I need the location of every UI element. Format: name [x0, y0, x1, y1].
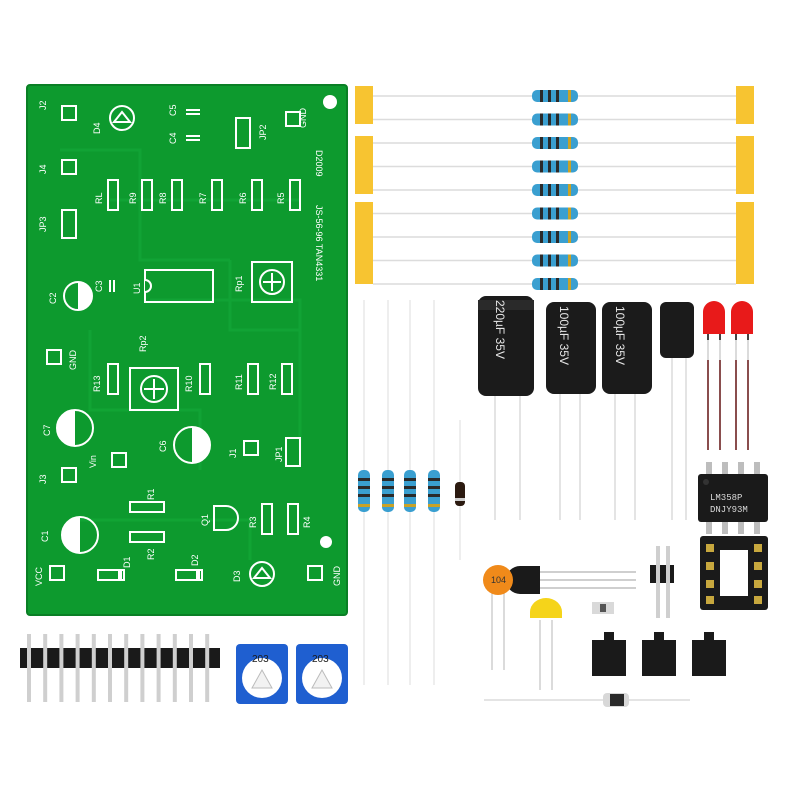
loose-resistor [428, 470, 440, 512]
header-pin [205, 634, 210, 702]
header-pin [156, 634, 161, 702]
label-jp1: JP1 [274, 446, 284, 462]
taped-resistor [373, 207, 736, 220]
label-d2: D2 [190, 554, 200, 566]
label-c6: C6 [158, 440, 168, 452]
header-pin [91, 634, 96, 702]
lm358-ic: LM358P DNJY93M [698, 462, 768, 534]
label-j3: J3 [38, 474, 48, 484]
label-c3: C3 [94, 280, 104, 292]
label-rl: RL [94, 192, 104, 204]
pcb-code-text: D2009 [314, 150, 324, 177]
capacitor-220uf [478, 296, 534, 396]
transistor [506, 566, 636, 594]
label-rp2: Rp2 [138, 335, 148, 352]
label-j2: J2 [38, 100, 48, 110]
trimmer-2-marking: 203 [312, 654, 329, 665]
taped-resistor [373, 137, 736, 149]
header-pin [75, 634, 80, 702]
label-r12: R12 [268, 373, 278, 390]
ceramic-capacitor-104: 104 [483, 565, 513, 670]
ic-socket [700, 536, 768, 610]
label-r8: R8 [158, 192, 168, 204]
header-pin [59, 634, 64, 702]
header-pin [27, 634, 31, 702]
taped-resistor [373, 184, 736, 196]
taped-resistor [373, 278, 736, 290]
label-vcc: VCC [34, 566, 44, 586]
label-r10: R10 [184, 375, 194, 392]
taped-resistor [373, 160, 736, 173]
red-leds [703, 301, 753, 450]
pcb-model-text: JS-56-96 TAN4331 [314, 205, 324, 281]
label-r2: R2 [146, 548, 156, 560]
label-r7: R7 [198, 192, 208, 204]
label-r1: R1 [146, 488, 156, 500]
label-c1: C1 [40, 530, 50, 542]
header-pin [108, 634, 112, 702]
jumper-caps [592, 632, 726, 676]
trimmer-pot-2: 203 [296, 644, 348, 704]
taped-resistor [373, 231, 736, 243]
pin-header-3 [650, 546, 674, 618]
loose-resistor [382, 470, 394, 512]
header-pin [172, 634, 177, 702]
taped-resistor [373, 90, 736, 102]
label-d4: D4 [92, 122, 102, 134]
label-q1: Q1 [200, 514, 210, 526]
label-r3: R3 [248, 516, 258, 528]
label-r11: R11 [234, 374, 244, 390]
header-pin [43, 634, 48, 702]
label-jp3: JP3 [38, 216, 48, 232]
label-r6: R6 [238, 192, 248, 204]
label-r4: R4 [302, 516, 312, 528]
label-d1: D1 [122, 556, 132, 568]
trimmer-pot-1: 203 [236, 644, 288, 704]
label-gnd-left: GND [68, 350, 78, 371]
header-pin [124, 634, 129, 702]
loose-resistor [404, 470, 416, 512]
ic-marking-2: DNJY93M [710, 505, 748, 515]
capacitor-100uf-a-text: 100µF 35V [557, 306, 571, 365]
label-r13: R13 [92, 375, 102, 392]
yellow-ceramic-capacitor [530, 598, 562, 690]
label-c5: C5 [168, 104, 178, 116]
label-j4: J4 [38, 164, 48, 174]
header-pin [189, 634, 193, 702]
taped-resistor-strip [355, 86, 754, 290]
label-r5: R5 [276, 192, 286, 204]
electrolytic-capacitors: 220µF 35V 100µF 35V 100µF 35V [478, 296, 694, 520]
capacitor-220uf-text: 220µF 35V [493, 300, 507, 359]
label-r9: R9 [128, 192, 138, 204]
label-c4: C4 [168, 132, 178, 144]
label-rp1: Rp1 [234, 275, 244, 292]
capacitor-100uf-a [546, 302, 596, 394]
label-u1: U1 [132, 282, 142, 294]
capacitor-small [660, 302, 694, 358]
glass-diode [484, 693, 690, 707]
capacitor-100uf-b [602, 302, 652, 394]
label-d3: D3 [232, 570, 242, 582]
small-diode [455, 482, 465, 506]
label-c2: C2 [48, 292, 58, 304]
pin-header-12 [20, 634, 220, 702]
taped-resistor [373, 254, 736, 267]
label-gnd-bottom: GND [332, 566, 342, 587]
loose-resistors [358, 300, 465, 685]
ceramic-cap-marking: 104 [491, 575, 506, 585]
label-jp2: JP2 [258, 124, 268, 140]
label-vin: Vin [88, 455, 98, 468]
label-j1: J1 [228, 448, 238, 458]
pcb-board: D2009 JS-56-96 TAN4331 [26, 84, 348, 616]
trimmer-1-marking: 203 [252, 654, 269, 665]
label-gnd-top: GND [298, 108, 308, 129]
label-c7: C7 [42, 424, 52, 436]
taped-resistor [373, 113, 736, 126]
loose-resistor [358, 470, 370, 512]
header-pin [140, 634, 145, 702]
capacitor-100uf-b-text: 100µF 35V [613, 306, 627, 365]
ic-marking-1: LM358P [710, 493, 742, 503]
